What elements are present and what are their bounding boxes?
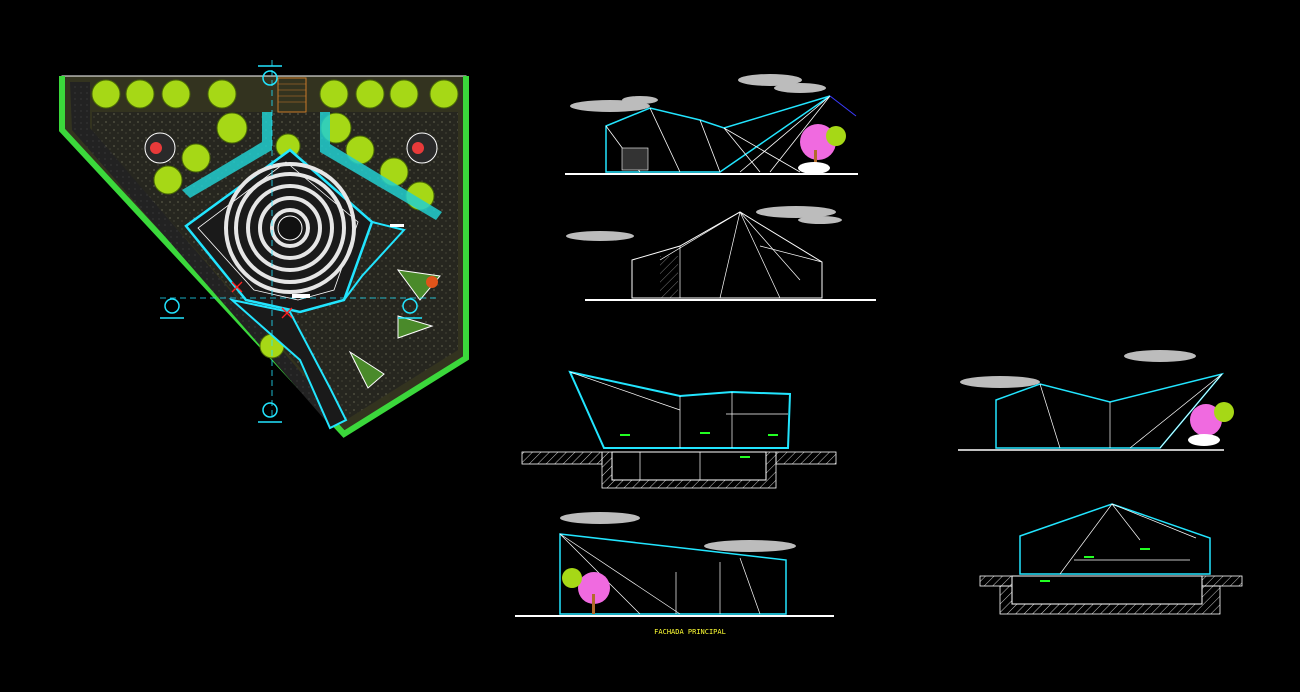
site-plan xyxy=(59,60,469,438)
entry-stair xyxy=(277,77,307,113)
elevation-lateral xyxy=(958,350,1234,451)
elevation-side xyxy=(566,206,876,301)
cross-section xyxy=(979,503,1243,615)
clouds xyxy=(570,74,826,112)
facade-caption: FACHADA PRINCIPAL xyxy=(654,628,726,636)
main-facade: FACHADA PRINCIPAL xyxy=(515,512,834,636)
tree-row xyxy=(91,79,459,359)
amphitheatre xyxy=(224,162,356,294)
hedge-border xyxy=(59,76,469,438)
longitudinal-section xyxy=(521,370,837,489)
section-markers xyxy=(160,65,422,423)
elevation-rear xyxy=(565,74,858,175)
water-channels xyxy=(182,112,442,220)
